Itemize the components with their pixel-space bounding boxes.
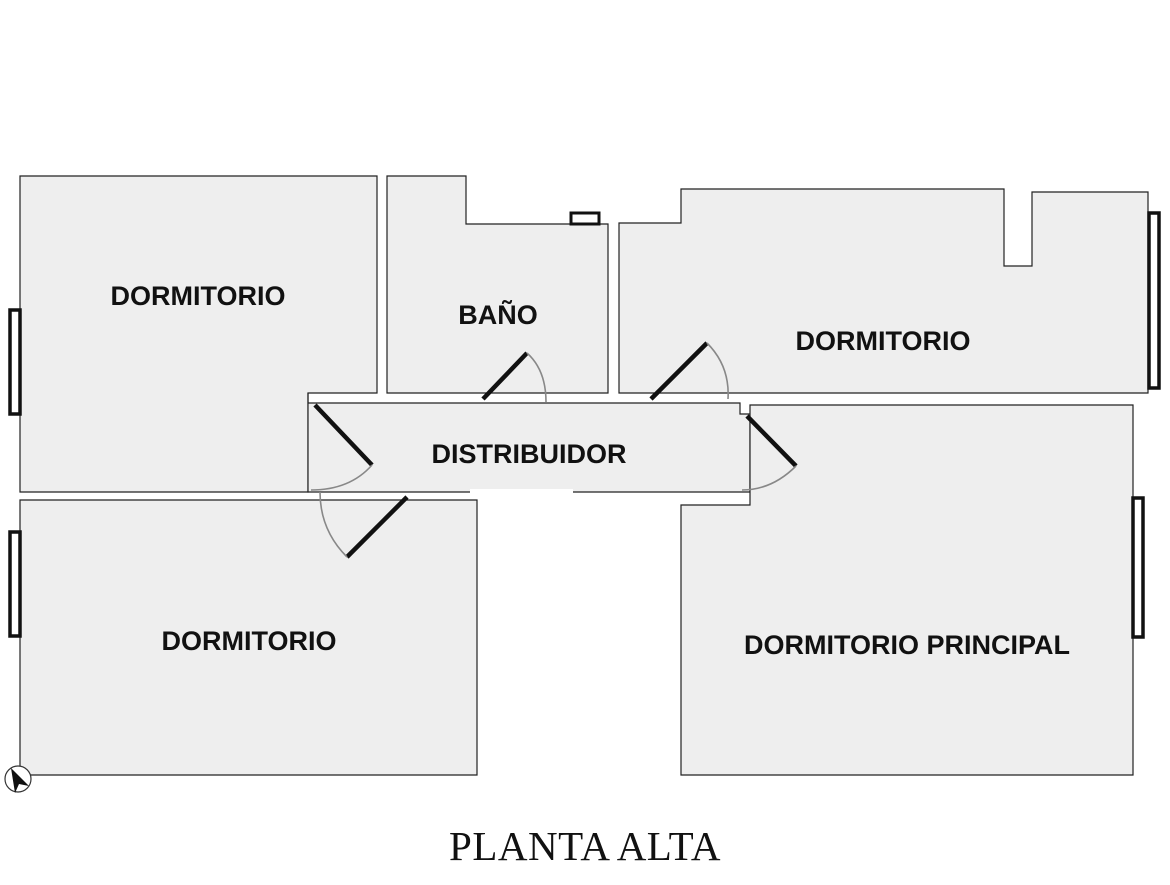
room-dormitorio-top-right: [618, 188, 1149, 394]
room-bano: [386, 175, 609, 394]
door-swing-dormitorio-bottom-left: [319, 491, 348, 558]
window-master: [1131, 496, 1145, 639]
door-dormitorio-bottom-left: [345, 495, 409, 559]
room-label-top-left: DORMITORIO: [111, 281, 286, 311]
north-arrow-icon: [4, 765, 32, 793]
room-dormitorio-principal: [680, 404, 1134, 776]
window-bottom-left: [8, 530, 22, 638]
room-label-bottom-left: DORMITORIO: [162, 626, 337, 656]
door-swing-dormitorio-top-left: [310, 464, 373, 491]
room-label-top-right: DORMITORIO: [796, 326, 971, 356]
door-bano: [481, 351, 529, 401]
room-distribuidor: [307, 393, 751, 493]
room-label-distribuidor: DISTRIBUIDOR: [432, 439, 627, 469]
door-swing-bano: [526, 352, 547, 403]
door-swing-dormitorio-principal: [741, 465, 797, 491]
bath-vent: [569, 211, 601, 226]
door-dormitorio-top-left: [313, 403, 374, 467]
room-label-bano: BAÑO: [458, 299, 538, 330]
hall-opening: [470, 489, 573, 495]
room-label-principal: DORMITORIO PRINCIPAL: [744, 630, 1070, 660]
window-top-right: [1147, 211, 1161, 390]
window-top-left: [8, 308, 22, 416]
door-dormitorio-principal: [745, 414, 798, 468]
plan-title: PLANTA ALTA: [449, 823, 721, 869]
door-swing-dormitorio-top-right: [706, 342, 729, 400]
door-dormitorio-top-right: [649, 341, 709, 401]
room-dormitorio-bottom-left: [19, 499, 478, 776]
